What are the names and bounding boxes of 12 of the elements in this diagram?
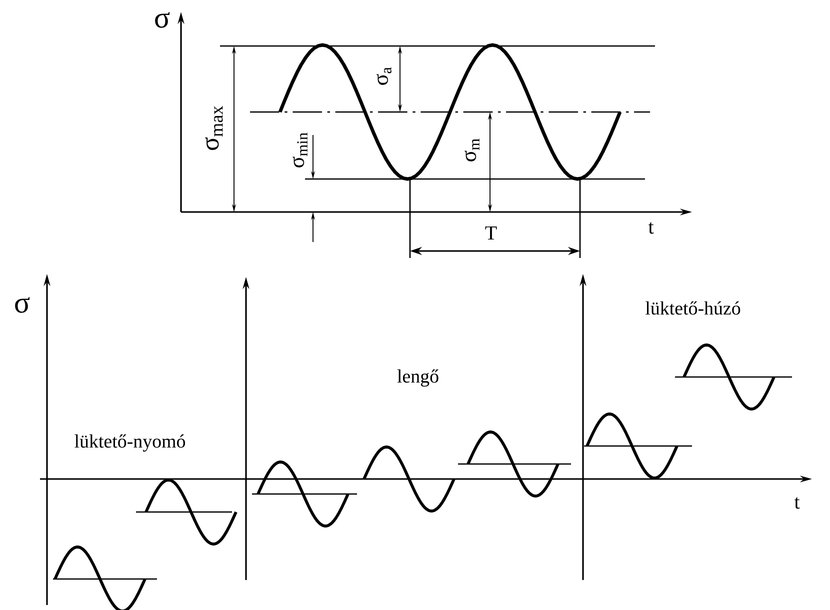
dimension-label: σ$_{a}$ [376, 67, 392, 85]
region-label: lüktető-húzó [646, 301, 740, 315]
dimension-label: σ$_{max}$ [205, 106, 223, 150]
axis-label: σ [155, 12, 170, 28]
region-label: lengő [397, 369, 438, 387]
region-label: lüktető-nyomó [74, 434, 186, 452]
dimension-label: σ$_{m}$ [464, 138, 480, 162]
axis-label: t [648, 222, 654, 234]
dimension-label: σ$_{min}$ [292, 132, 308, 168]
axis-label: t [794, 497, 800, 509]
dimension-label: T [485, 226, 497, 240]
axis-label: σ [15, 297, 30, 313]
